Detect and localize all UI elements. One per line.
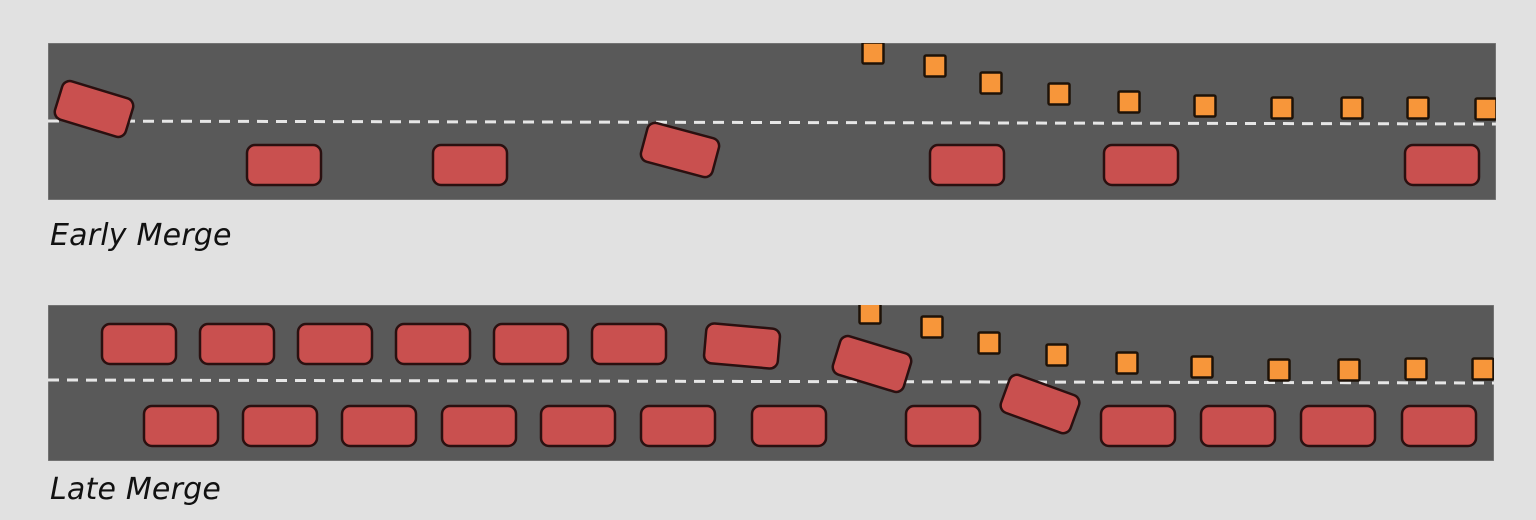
early-merge-road [48,43,1496,200]
traffic-cone-icon [1474,97,1496,121]
car-icon [1099,404,1177,448]
traffic-cone-icon [920,315,944,339]
car-icon [394,322,472,366]
car-icon [639,404,717,448]
car-icon [431,143,509,187]
traffic-cone-icon [1190,355,1214,379]
traffic-cone-icon [1047,82,1071,106]
lane-divider-line [48,378,1494,385]
car-icon [590,322,668,366]
car-icon [100,322,178,366]
car-icon [639,121,721,179]
car-icon [241,404,319,448]
traffic-cone-icon [1193,94,1217,118]
car-icon [245,143,323,187]
car-icon [928,143,1006,187]
car-icon [1403,143,1481,187]
car-icon [142,404,220,448]
car-icon [750,404,828,448]
traffic-cone-icon [1267,358,1291,382]
car-icon [1400,404,1478,448]
car-icon [492,322,570,366]
late-merge-caption: Late Merge [50,472,222,507]
traffic-cone-icon [1340,96,1364,120]
traffic-cone-icon [1117,90,1141,114]
traffic-cone-icon [1115,351,1139,375]
car-icon [904,404,982,448]
car-icon [198,322,276,366]
traffic-cone-icon [1471,357,1494,381]
car-icon [1299,404,1377,448]
car-icon [831,334,913,394]
car-icon [440,404,518,448]
car-icon [296,322,374,366]
traffic-cone-icon [979,71,1003,95]
car-icon [999,373,1081,435]
traffic-cone-icon [1045,343,1069,367]
traffic-cone-icon [977,331,1001,355]
lane-divider-line [48,119,1496,126]
car-icon [702,322,782,370]
car-icon [340,404,418,448]
traffic-cone-icon [1406,96,1430,120]
traffic-cone-icon [861,43,885,65]
traffic-cone-icon [1270,96,1294,120]
car-icon [1102,143,1180,187]
traffic-cone-icon [858,305,882,325]
car-icon [539,404,617,448]
late-merge-road [48,305,1494,461]
traffic-cone-icon [923,54,947,78]
car-icon [53,79,135,139]
traffic-cone-icon [1404,357,1428,381]
traffic-cone-icon [1337,358,1361,382]
car-icon [1199,404,1277,448]
early-merge-caption: Early Merge [50,218,232,253]
